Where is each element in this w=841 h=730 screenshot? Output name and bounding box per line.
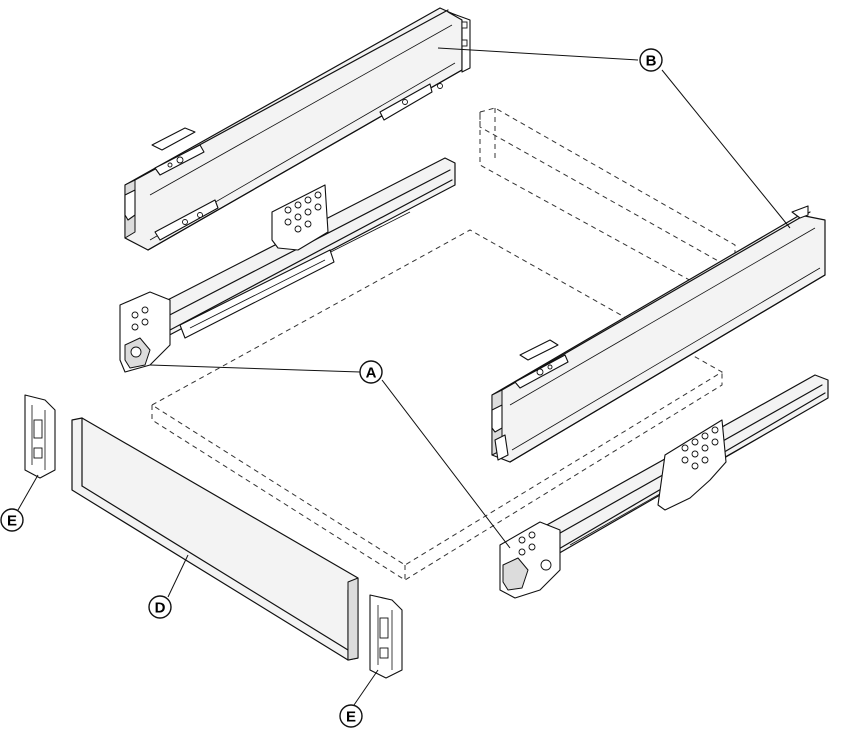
svg-text:D: D <box>155 600 166 617</box>
front-fixing-bracket-right <box>369 594 403 679</box>
front-panel <box>71 417 359 661</box>
left-drawer-side <box>124 7 471 251</box>
drawer-outline-dashed <box>151 107 736 581</box>
left-runner <box>119 157 456 373</box>
svg-text:E: E <box>7 513 17 530</box>
svg-text:A: A <box>366 365 377 382</box>
callout-A: A <box>359 360 383 384</box>
leader-lines <box>17 47 791 706</box>
callout-E-left: E <box>0 508 24 532</box>
svg-text:B: B <box>646 53 657 70</box>
callout-B: B <box>639 48 663 72</box>
front-fixing-bracket-left <box>24 394 56 479</box>
runner-mount-holes <box>284 191 322 233</box>
right-runner <box>499 374 829 599</box>
callout-E-bottom: E <box>339 704 363 728</box>
svg-text:E: E <box>346 709 356 726</box>
right-runner-mount-holes <box>681 426 719 470</box>
callout-D: D <box>148 595 172 619</box>
right-drawer-side <box>491 205 826 463</box>
